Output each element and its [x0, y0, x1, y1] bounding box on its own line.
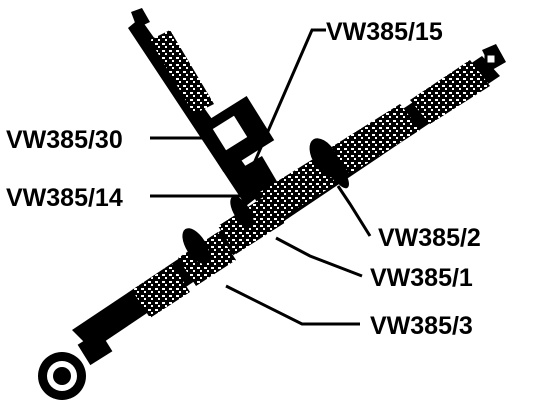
label-vw385-15: VW385/15 — [326, 18, 443, 46]
label-vw385-30: VW385/30 — [6, 126, 123, 154]
label-vw385-14: VW385/14 — [6, 184, 123, 212]
label-vw385-1: VW385/1 — [370, 264, 473, 292]
label-vw385-2: VW385/2 — [378, 224, 481, 252]
leader-lines — [150, 28, 372, 326]
end-knob — [38, 330, 113, 400]
leader-vw385-3 — [225, 284, 360, 326]
leader-vw385-2 — [336, 185, 372, 237]
upper-spindle — [128, 8, 282, 206]
leader-vw385-1 — [275, 236, 363, 278]
leader-vw385-15 — [250, 28, 326, 169]
main-bar — [72, 44, 506, 350]
part-labels: VW385/15 VW385/30 VW385/14 VW385/2 VW385… — [6, 18, 481, 340]
label-vw385-3: VW385/3 — [370, 312, 473, 340]
